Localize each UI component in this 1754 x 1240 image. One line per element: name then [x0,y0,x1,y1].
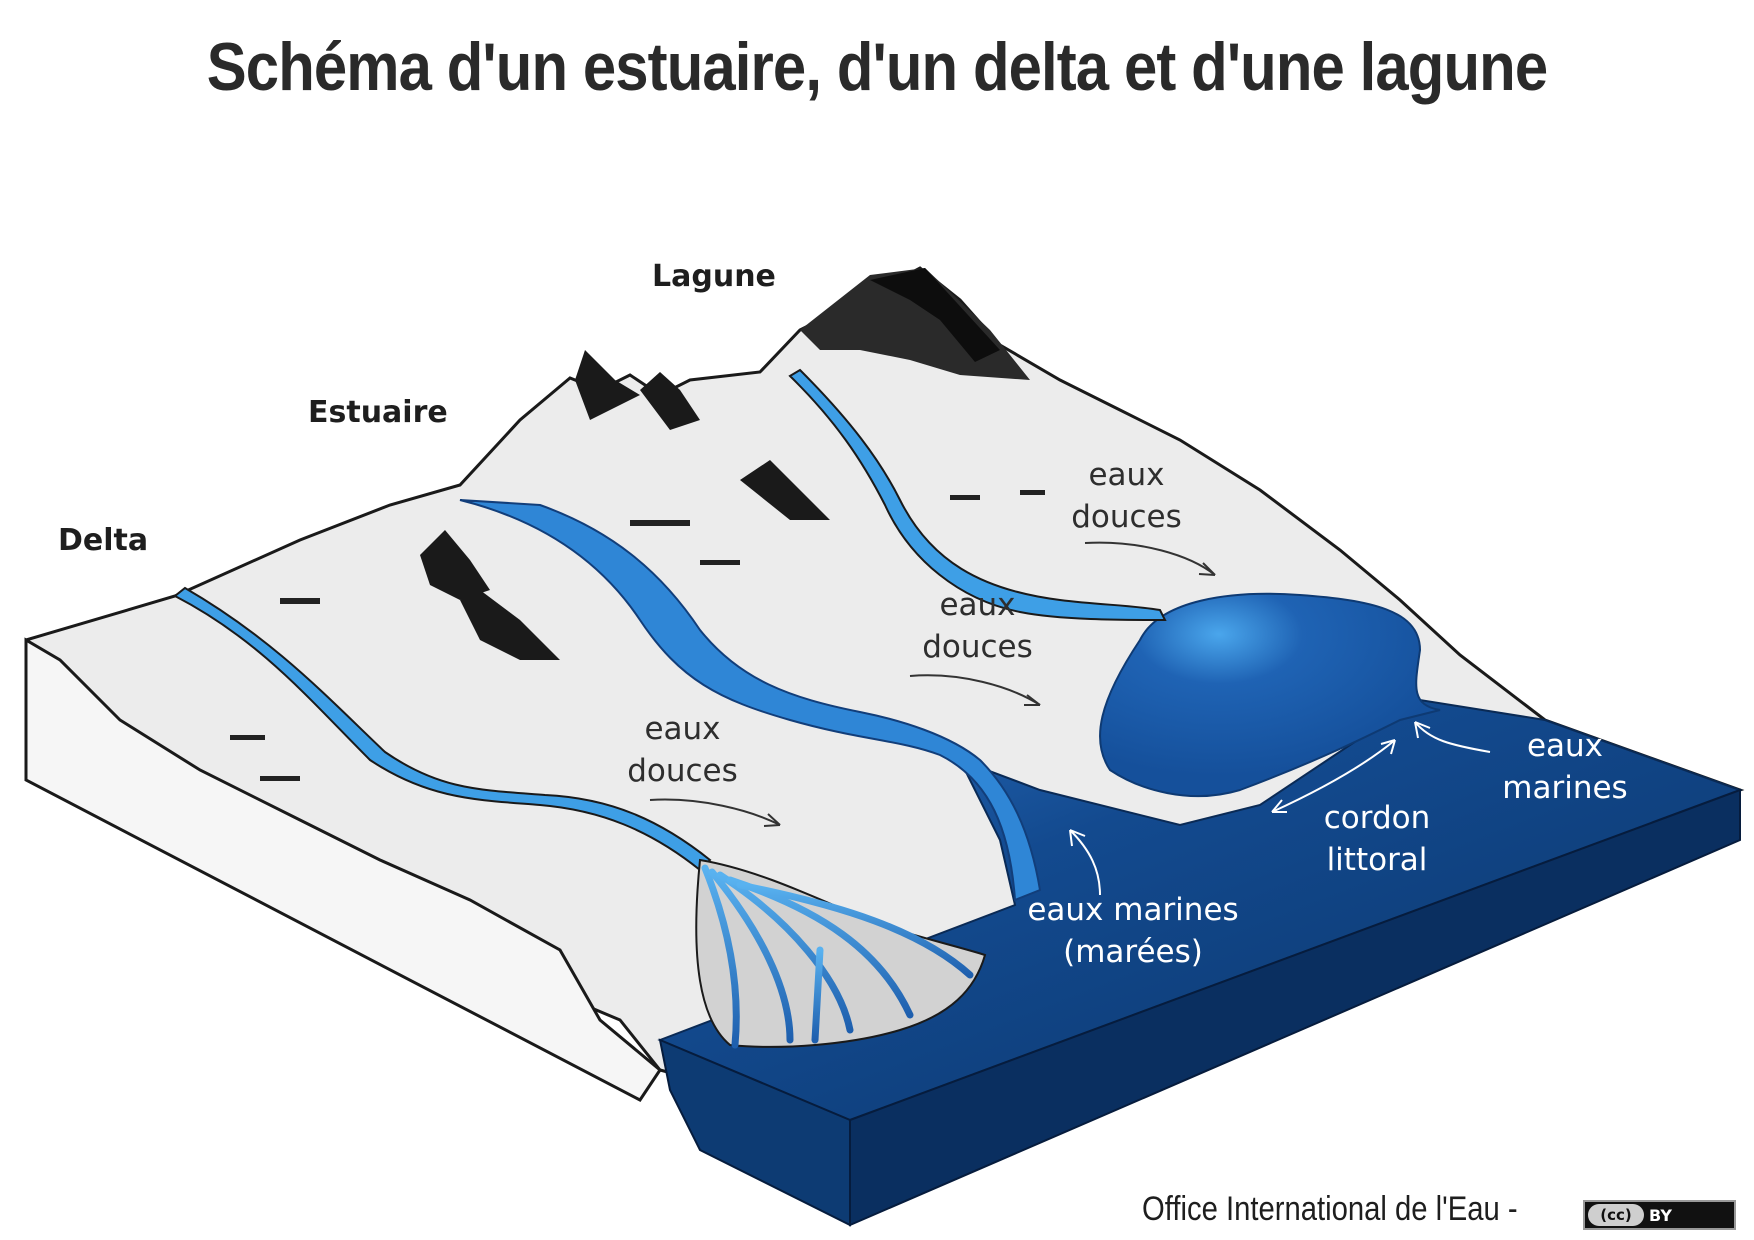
arrowhead-eaux-marines-marees [1069,829,1086,847]
label-line: littoral [1326,842,1428,878]
label-line: marines [1502,770,1628,806]
label-line: eaux [644,711,721,747]
section-label-estuaire: Estuaire [308,395,448,430]
arrow-eaux-douces-delta [649,798,781,826]
page-title: Schéma d'un estuaire, d'un delta et d'un… [206,29,1548,105]
estuary-river [459,499,1042,902]
cc-by-license-badge[interactable]: (cc) BY [1583,1200,1736,1230]
sea-side-face [658,1038,851,1227]
label-eaux-marines-marees: eaux marines (marées) [1008,889,1258,973]
lagoon-water [1099,592,1441,798]
label-eaux-douces-estuaire: eaux douces [905,584,1050,668]
arrow-eaux-douces-lagune [1084,541,1216,576]
label-line: eaux [1526,728,1604,764]
arrow-eaux-marines-lagune [1414,721,1491,753]
label-line: cordon [1323,800,1431,836]
arrowhead-eaux-marines-lagune [1414,721,1431,739]
label-line: douces [1071,499,1182,535]
label-eaux-douces-lagune: eaux douces [1054,454,1199,538]
by-icon: BY [1649,1206,1672,1225]
arrow-eaux-marines-marees [1069,829,1101,896]
label-line: (marées) [1063,934,1203,970]
label-eaux-marines-lagune: eaux marines [1490,725,1640,809]
mountains [420,268,1030,660]
label-eaux-douces-delta: eaux douces [610,708,755,792]
arrow-cordon-littoral [1271,739,1396,813]
arrowhead-eaux-douces-lagune [1198,562,1216,576]
section-label-delta: Delta [58,523,149,558]
arrow-eaux-douces-estuaire [909,674,1041,706]
credit-text: Office International de l'Eau - [1142,1190,1518,1228]
lagoon-river [788,368,1167,622]
label-line: douces [922,629,1033,665]
delta-river [173,586,712,872]
arrowhead-cordon-littoral-a [1271,799,1287,813]
cc-icon: (cc) [1588,1204,1644,1226]
arrowhead-eaux-douces-estuaire [1024,694,1041,706]
terrain-details [230,490,1045,781]
flow-arrows [649,541,1491,896]
section-label-lagune: Lagune [652,259,776,294]
label-line: douces [627,753,738,789]
arrowhead-cordon-littoral-b [1380,739,1396,755]
label-cordon-littoral: cordon littoral [1302,797,1452,881]
label-line: eaux [1088,457,1165,493]
land-section-face [24,637,662,1102]
delta-distributaries [701,864,974,1049]
label-line: eaux [939,587,1016,623]
arrowhead-eaux-douces-delta [763,813,781,827]
label-line: eaux marines [1027,892,1239,928]
